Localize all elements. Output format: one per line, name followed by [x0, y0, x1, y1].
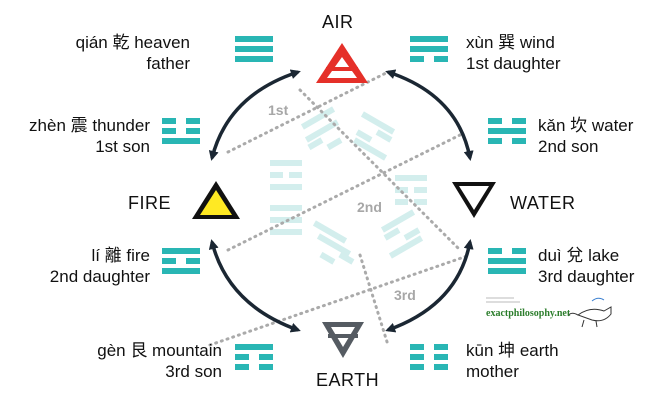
zhen-name: zhèn 震 thunder — [29, 116, 150, 135]
kun-role: mother — [466, 362, 519, 381]
qian-role: father — [146, 54, 190, 73]
trigram-line — [162, 258, 176, 264]
trigram-line — [162, 268, 200, 274]
qian-label: qián 乾 heaven father — [76, 32, 190, 74]
generation-third-label: 3rd — [394, 287, 416, 303]
element-earth-label: EARTH — [316, 370, 380, 390]
trigram-line — [235, 56, 273, 62]
trigram-line — [488, 118, 502, 124]
zhen-label: zhèn 震 thunder 1st son — [29, 115, 150, 157]
trigram-line — [434, 56, 448, 62]
dui-role: 3rd daughter — [538, 267, 635, 286]
xun-label: xùn 巽 wind 1st daughter — [466, 32, 561, 74]
trigram-line — [186, 118, 200, 124]
generation-second-label: 2nd — [357, 199, 382, 215]
trigram-line — [488, 138, 502, 144]
trigram-line — [410, 46, 448, 52]
generation-first-label: 1st — [268, 102, 289, 118]
trigram-kun-icon — [410, 344, 448, 370]
zhen-role: 1st son — [95, 137, 150, 156]
kan-label: kǎn 坎 water 2nd son — [538, 115, 633, 157]
trigram-line — [410, 364, 424, 370]
trigram-line — [488, 268, 526, 274]
trigram-li-icon — [162, 248, 200, 274]
trigram-line — [162, 138, 200, 144]
qian-name: qián 乾 heaven — [75, 33, 190, 52]
trigram-line — [162, 128, 176, 134]
dui-label: duì 兌 lake 3rd daughter — [538, 245, 634, 287]
trigram-line — [512, 118, 526, 124]
dui-name: duì 兌 lake — [538, 246, 620, 265]
trigram-line — [512, 248, 526, 254]
kun-label: kūn 坤 earth mother — [466, 340, 559, 382]
kan-role: 2nd son — [538, 137, 599, 156]
cycle-arrows — [208, 69, 474, 333]
gen-name: gèn 艮 mountain — [97, 341, 222, 360]
xun-role: 1st daughter — [466, 54, 561, 73]
gen-role: 3rd son — [165, 362, 222, 381]
trigram-line — [434, 344, 448, 350]
element-water-label: WATER — [510, 193, 576, 213]
gen-label: gèn 艮 mountain 3rd son — [97, 340, 222, 382]
li-name: lí 離 fire — [91, 246, 150, 265]
watermark-text: exactphilosophy.net — [486, 308, 571, 319]
trigram-line — [162, 248, 200, 254]
trigram-line — [410, 36, 448, 42]
trigram-line — [235, 46, 273, 52]
earth-symbol — [322, 322, 364, 358]
trigram-line — [512, 138, 526, 144]
water-symbol — [452, 182, 496, 218]
kun-name: kūn 坤 earth — [466, 341, 559, 360]
background-trigrams — [270, 106, 427, 265]
fox-logo-icon — [567, 297, 612, 328]
trigram-line — [488, 258, 526, 264]
trigram-line — [235, 344, 273, 350]
trigram-kan-icon — [488, 118, 526, 144]
trigram-qian-icon — [235, 36, 273, 62]
element-air-label: AIR — [322, 12, 354, 32]
li-label: lí 離 fire 2nd daughter — [50, 245, 150, 287]
trigram-line — [186, 258, 200, 264]
trigram-line — [186, 128, 200, 134]
trigram-line — [235, 36, 273, 42]
trigram-gen-icon — [235, 344, 273, 370]
trigram-line — [434, 354, 448, 360]
trigram-line — [162, 118, 176, 124]
trigram-line — [235, 364, 249, 370]
air-symbol — [316, 43, 368, 83]
xun-name: xùn 巽 wind — [466, 33, 555, 52]
element-fire-label: FIRE — [128, 193, 172, 213]
trigram-line — [434, 364, 448, 370]
trigram-line — [488, 128, 526, 134]
trigram-line — [259, 354, 273, 360]
watermark-rule — [486, 297, 520, 303]
trigram-line — [488, 248, 502, 254]
trigram-zhen-icon — [162, 118, 200, 144]
li-role: 2nd daughter — [49, 267, 150, 286]
fire-symbol — [192, 181, 240, 219]
trigram-dui-icon — [488, 248, 526, 274]
trigram-xun-icon — [410, 36, 448, 62]
trigram-line — [259, 364, 273, 370]
kan-name: kǎn 坎 water — [538, 116, 634, 135]
trigram-line — [410, 344, 424, 350]
trigram-line — [235, 354, 249, 360]
trigram-line — [410, 354, 424, 360]
trigram-line — [410, 56, 424, 62]
